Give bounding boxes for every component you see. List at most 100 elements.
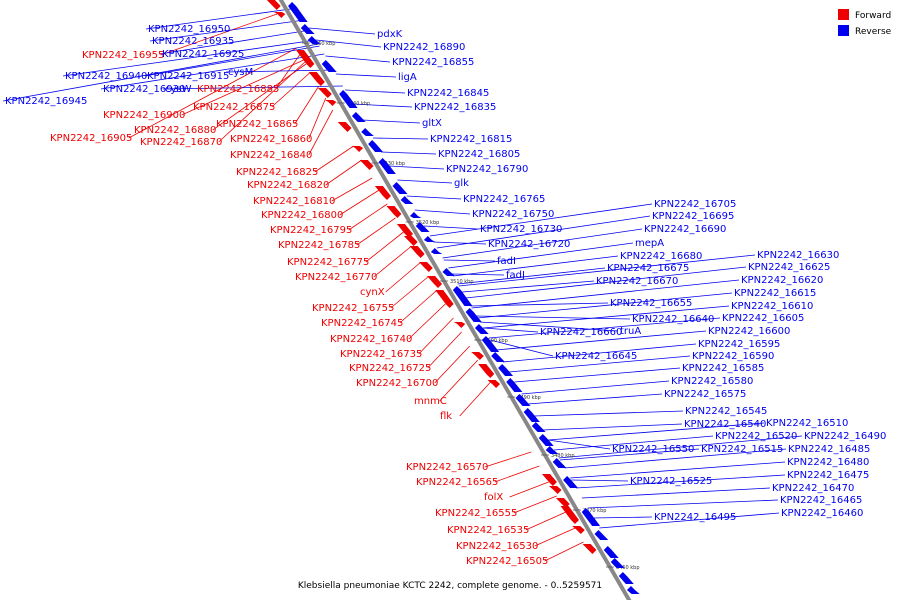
reverse-gene-label-kpn2242-16470[interactable]: KPN2242_16470	[772, 483, 854, 494]
reverse-gene-label-kpn2242-16495[interactable]: KPN2242_16495	[654, 512, 736, 523]
reverse-gene-feature[interactable]	[361, 128, 374, 136]
reverse-gene-label-cysw[interactable]: cysW	[165, 84, 192, 95]
reverse-gene-label-kpn2242-16815[interactable]: KPN2242_16815	[430, 134, 512, 145]
forward-gene-feature[interactable]	[324, 100, 337, 106]
forward-gene-feature[interactable]	[409, 246, 425, 258]
reverse-gene-feature[interactable]	[339, 90, 358, 108]
reverse-gene-label-fadj[interactable]: fadJ	[506, 270, 525, 281]
reverse-gene-feature[interactable]	[531, 422, 546, 432]
reverse-gene-feature[interactable]	[594, 530, 609, 540]
reverse-gene-label-kpn2242-16945[interactable]: KPN2242_16945	[5, 96, 87, 107]
reverse-gene-label-kpn2242-16720[interactable]: KPN2242_16720	[488, 239, 570, 250]
forward-gene-feature[interactable]	[418, 262, 433, 272]
reverse-gene-label-kpn2242-16730[interactable]: KPN2242_16730	[480, 224, 562, 235]
reverse-gene-feature[interactable]	[545, 446, 559, 454]
reverse-gene-label-kpn2242-16590[interactable]: KPN2242_16590	[692, 351, 774, 362]
reverse-gene-feature[interactable]	[581, 508, 601, 526]
reverse-gene-feature[interactable]	[515, 394, 531, 406]
forward-gene-label-kpn2242-16505[interactable]: KPN2242_16505	[466, 556, 548, 567]
reverse-gene-label-kpn2242-16480[interactable]: KPN2242_16480	[787, 457, 869, 468]
forward-gene-label-kpn2242-16905[interactable]: KPN2242_16905	[50, 133, 132, 144]
reverse-gene-feature[interactable]	[506, 378, 523, 392]
reverse-gene-label-kpn2242-16695[interactable]: KPN2242_16695	[652, 211, 734, 222]
reverse-gene-feature[interactable]	[563, 476, 579, 488]
reverse-gene-label-kpn2242-16640[interactable]: KPN2242_16640	[632, 314, 714, 325]
reverse-gene-feature[interactable]	[523, 408, 540, 422]
reverse-gene-label-kpn2242-16510[interactable]: KPN2242_16510	[766, 418, 848, 429]
reverse-gene-label-gltx[interactable]: gltX	[422, 118, 442, 129]
reverse-gene-label-kpn2242-16660[interactable]: KPN2242_16660	[540, 327, 622, 338]
reverse-gene-feature[interactable]	[409, 212, 422, 218]
reverse-gene-feature[interactable]	[603, 546, 619, 558]
forward-gene-label-kpn2242-16570[interactable]: KPN2242_16570	[406, 462, 488, 473]
reverse-gene-feature[interactable]	[498, 364, 514, 376]
reverse-gene-label-kpn2242-16550[interactable]: KPN2242_16550	[612, 444, 694, 455]
forward-gene-label-kpn2242-16800[interactable]: KPN2242_16800	[261, 210, 343, 221]
reverse-gene-label-kpn2242-16585[interactable]: KPN2242_16585	[682, 363, 764, 374]
reverse-gene-label-kpn2242-16835[interactable]: KPN2242_16835	[414, 102, 496, 113]
reverse-gene-feature[interactable]	[491, 352, 505, 362]
forward-gene-label-kpn2242-16785[interactable]: KPN2242_16785	[278, 240, 360, 251]
forward-gene-label-kpn2242-16840[interactable]: KPN2242_16840	[230, 150, 312, 161]
forward-gene-label-kpn2242-16795[interactable]: KPN2242_16795	[270, 225, 352, 236]
forward-gene-feature[interactable]	[295, 50, 315, 68]
reverse-gene-feature[interactable]	[368, 140, 384, 152]
reverse-gene-label-kpn2242-16580[interactable]: KPN2242_16580	[671, 376, 753, 387]
reverse-gene-label-kpn2242-16525[interactable]: KPN2242_16525	[630, 476, 712, 487]
forward-gene-label-folx[interactable]: folX	[484, 492, 503, 503]
forward-gene-feature[interactable]	[308, 72, 325, 86]
reverse-gene-label-kpn2242-16925[interactable]: KPN2242_16925	[162, 49, 244, 60]
reverse-gene-feature[interactable]	[538, 434, 554, 446]
reverse-gene-label-kpn2242-16670[interactable]: KPN2242_16670	[596, 276, 678, 287]
reverse-gene-feature[interactable]	[300, 24, 315, 34]
reverse-gene-feature[interactable]	[618, 572, 634, 584]
forward-gene-feature[interactable]	[541, 474, 557, 486]
forward-gene-label-kpn2242-16865[interactable]: KPN2242_16865	[216, 119, 298, 130]
forward-gene-label-kpn2242-16755[interactable]: KPN2242_16755	[312, 303, 394, 314]
reverse-gene-label-kpn2242-16460[interactable]: KPN2242_16460	[781, 508, 863, 519]
forward-gene-label-kpn2242-16555[interactable]: KPN2242_16555	[435, 508, 517, 519]
reverse-gene-label-kpn2242-16930[interactable]: KPN2242_16930	[103, 84, 185, 95]
reverse-gene-label-kpn2242-16765[interactable]: KPN2242_16765	[463, 194, 545, 205]
forward-gene-feature[interactable]	[435, 290, 454, 308]
forward-gene-label-kpn2242-16875[interactable]: KPN2242_16875	[193, 102, 275, 113]
reverse-gene-label-kpn2242-16515[interactable]: KPN2242_16515	[701, 444, 783, 455]
reverse-gene-label-mepa[interactable]: mepA	[635, 238, 664, 249]
reverse-gene-label-kpn2242-16625[interactable]: KPN2242_16625	[748, 262, 830, 273]
reverse-gene-label-kpn2242-16890[interactable]: KPN2242_16890	[383, 42, 465, 53]
reverse-gene-label-kpn2242-16790[interactable]: KPN2242_16790	[446, 164, 528, 175]
forward-gene-label-kpn2242-16565[interactable]: KPN2242_16565	[416, 477, 498, 488]
forward-gene-label-kpn2242-16900[interactable]: KPN2242_16900	[103, 110, 185, 121]
reverse-gene-label-kpn2242-16545[interactable]: KPN2242_16545	[685, 406, 767, 417]
forward-gene-feature[interactable]	[337, 122, 352, 132]
forward-gene-label-kpn2242-16745[interactable]: KPN2242_16745	[321, 318, 403, 329]
forward-gene-label-kpn2242-16810[interactable]: KPN2242_16810	[253, 196, 335, 207]
reverse-gene-label-kpn2242-16605[interactable]: KPN2242_16605	[722, 313, 804, 324]
reverse-gene-label-kpn2242-16540[interactable]: KPN2242_16540	[684, 419, 766, 430]
reverse-gene-feature[interactable]	[481, 336, 500, 352]
forward-gene-label-kpn2242-16860[interactable]: KPN2242_16860	[230, 134, 312, 145]
reverse-gene-feature[interactable]	[423, 236, 436, 242]
reverse-gene-label-kpn2242-16645[interactable]: KPN2242_16645	[555, 351, 637, 362]
reverse-gene-label-kpn2242-16655[interactable]: KPN2242_16655	[610, 298, 692, 309]
forward-gene-feature[interactable]	[374, 186, 391, 200]
forward-gene-feature[interactable]	[266, 0, 281, 10]
forward-gene-feature[interactable]	[386, 206, 402, 218]
forward-gene-feature[interactable]	[427, 276, 443, 288]
forward-gene-feature[interactable]	[478, 364, 495, 378]
forward-gene-label-kpn2242-16820[interactable]: KPN2242_16820	[247, 180, 329, 191]
reverse-gene-label-kpn2242-16610[interactable]: KPN2242_16610	[731, 301, 813, 312]
reverse-gene-feature[interactable]	[307, 36, 321, 44]
reverse-gene-feature[interactable]	[474, 324, 489, 334]
forward-gene-label-kpn2242-16955[interactable]: KPN2242_16955	[82, 50, 164, 61]
reverse-gene-label-kpn2242-16705[interactable]: KPN2242_16705	[654, 199, 736, 210]
forward-gene-feature[interactable]	[471, 352, 484, 360]
reverse-gene-label-kpn2242-16615[interactable]: KPN2242_16615	[734, 288, 816, 299]
reverse-gene-label-kpn2242-16915[interactable]: KPN2242_16915	[147, 71, 229, 82]
reverse-gene-feature[interactable]	[452, 286, 473, 306]
forward-gene-label-mnmc[interactable]: mnmC	[414, 396, 447, 407]
reverse-gene-label-kpn2242-16845[interactable]: KPN2242_16845	[407, 88, 489, 99]
forward-gene-feature[interactable]	[582, 544, 597, 554]
reverse-gene-label-liga[interactable]: ligA	[398, 72, 417, 83]
reverse-gene-label-kpn2242-16690[interactable]: KPN2242_16690	[644, 224, 726, 235]
